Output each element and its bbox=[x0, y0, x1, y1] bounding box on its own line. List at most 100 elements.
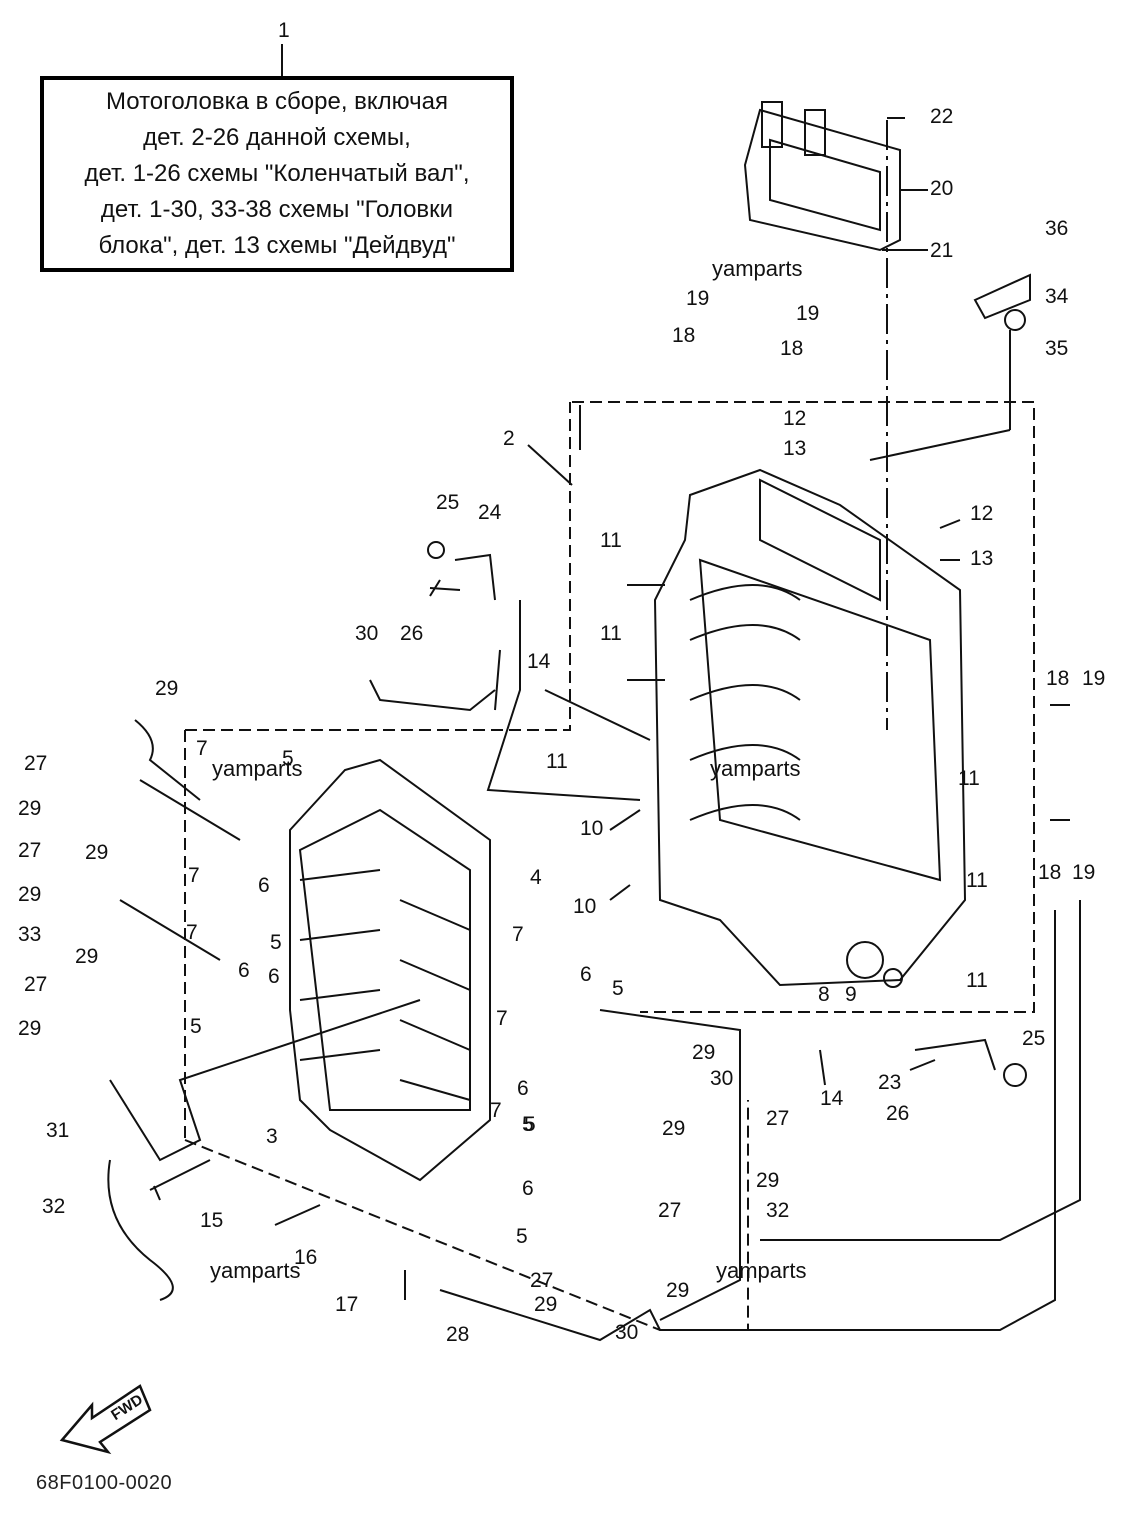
part-label: 11 bbox=[600, 529, 622, 552]
part-label: 29 bbox=[756, 1169, 780, 1192]
part-label: 19 bbox=[686, 287, 710, 310]
description-line: дет. 1-30, 33-38 схемы "Головки bbox=[100, 196, 454, 223]
part-label: 14 bbox=[820, 1087, 844, 1110]
part-label: 5 bbox=[524, 1113, 536, 1136]
bolt-15 bbox=[149, 1159, 211, 1201]
part-label: 6 bbox=[522, 1177, 534, 1200]
part-label: 7 bbox=[512, 923, 524, 946]
dashed-frame-block bbox=[572, 401, 1035, 1013]
part-label: 29 bbox=[534, 1293, 558, 1316]
part-label: 5 bbox=[282, 747, 294, 770]
description-line: дет. 2-26 данной схемы, bbox=[143, 124, 411, 151]
part-label: 32 bbox=[766, 1199, 790, 1222]
part-label: 18 bbox=[1046, 667, 1070, 690]
watermark: yamparts bbox=[710, 756, 801, 781]
part-label: 26 bbox=[400, 622, 424, 645]
part-label: 11 bbox=[958, 767, 980, 790]
part-label: 34 bbox=[1045, 285, 1069, 308]
part-label: 22 bbox=[930, 105, 954, 128]
part-label: 7 bbox=[490, 1099, 502, 1122]
part-label: 5 bbox=[190, 1015, 202, 1038]
part-label: 25 bbox=[436, 491, 460, 514]
part-label: 18 bbox=[672, 324, 696, 347]
part-label: 18 bbox=[780, 337, 804, 360]
part-label: 29 bbox=[18, 883, 42, 906]
part-label: 10 bbox=[580, 817, 604, 840]
assembly-description-box: Мотоголовка в сборе, включая дет. 2-26 д… bbox=[40, 76, 514, 272]
watermark: yamparts bbox=[716, 1258, 807, 1283]
part-label: 15 bbox=[200, 1209, 224, 1232]
part-label: 5 bbox=[612, 977, 624, 1000]
part-label: 12 bbox=[970, 502, 994, 525]
part-label: 7 bbox=[186, 921, 198, 944]
description-line: Мотоголовка в сборе, включая bbox=[106, 88, 448, 115]
part-label: 29 bbox=[85, 841, 109, 864]
part-label: 30 bbox=[355, 622, 379, 645]
part-label: 29 bbox=[692, 1041, 716, 1064]
bolt-26 bbox=[429, 579, 461, 597]
part-label: 29 bbox=[18, 797, 42, 820]
part-label: 24 bbox=[478, 501, 502, 524]
part-label: 29 bbox=[662, 1117, 686, 1140]
part-label: 30 bbox=[710, 1067, 734, 1090]
bracket-24 bbox=[454, 553, 496, 601]
part-label: 27 bbox=[530, 1269, 554, 1292]
part-label: 18 bbox=[1038, 861, 1062, 884]
part-label: 27 bbox=[24, 752, 48, 775]
part-label: 3 bbox=[266, 1125, 278, 1148]
part-label: 21 bbox=[930, 239, 954, 262]
part-label: 19 bbox=[1072, 861, 1096, 884]
part-label: 33 bbox=[18, 923, 42, 946]
part-label: 9 bbox=[845, 983, 857, 1006]
description-line: дет. 1-26 схемы "Коленчатый вал", bbox=[84, 160, 470, 187]
part-label: 27 bbox=[24, 973, 48, 996]
part-label: 5 bbox=[522, 1113, 534, 1136]
bracket-34 bbox=[973, 273, 1031, 320]
hose-29 bbox=[119, 719, 241, 961]
part-label: 4 bbox=[530, 866, 542, 889]
exhaust-cover bbox=[289, 758, 491, 1182]
part-label: 20 bbox=[930, 177, 954, 200]
part-label: 2 bbox=[503, 427, 515, 450]
crankcase-body bbox=[653, 468, 967, 987]
part-label: 36 bbox=[1045, 217, 1069, 240]
part-label: 26 bbox=[886, 1102, 910, 1125]
part-label: 11 bbox=[966, 969, 988, 992]
part-label: 8 bbox=[818, 983, 830, 1006]
part-label: 19 bbox=[796, 302, 820, 325]
part-label: 29 bbox=[666, 1279, 690, 1302]
part-label: 6 bbox=[517, 1077, 529, 1100]
fwd-arrow-icon bbox=[59, 1384, 152, 1455]
part-label: 6 bbox=[268, 965, 280, 988]
part-label: 14 bbox=[527, 650, 551, 673]
part-label: 17 bbox=[335, 1293, 359, 1316]
part-label: 23 bbox=[878, 1071, 902, 1094]
part-label: 11 bbox=[600, 622, 622, 645]
part-label: 5 bbox=[516, 1225, 528, 1248]
part-label: 27 bbox=[18, 839, 42, 862]
part-label: 12 bbox=[783, 407, 807, 430]
part-label: 7 bbox=[496, 1007, 508, 1030]
callout-number: 1 bbox=[278, 19, 290, 42]
part-label: 13 bbox=[970, 547, 994, 570]
part-label: 29 bbox=[18, 1017, 42, 1040]
part-label: 11 bbox=[546, 750, 568, 773]
part-label: 31 bbox=[46, 1119, 70, 1142]
part-label: 16 bbox=[294, 1246, 318, 1269]
bolt-16 bbox=[274, 1204, 321, 1226]
part-label: 29 bbox=[75, 945, 99, 968]
part-label: 6 bbox=[580, 963, 592, 986]
part-label: 32 bbox=[42, 1195, 66, 1218]
part-label: 13 bbox=[783, 437, 807, 460]
part-label: 27 bbox=[658, 1199, 682, 1222]
watermark: yamparts bbox=[712, 256, 803, 281]
part-label: 25 bbox=[1022, 1027, 1046, 1050]
watermark: yamparts bbox=[210, 1258, 301, 1283]
document-number: 68F0100-0020 bbox=[36, 1472, 173, 1494]
part-label: 11 bbox=[966, 869, 988, 892]
part-label: 30 bbox=[615, 1321, 639, 1344]
part-label: 5 bbox=[270, 931, 282, 954]
part-label: 35 bbox=[1045, 337, 1069, 360]
bracket-23 bbox=[914, 1038, 996, 1071]
